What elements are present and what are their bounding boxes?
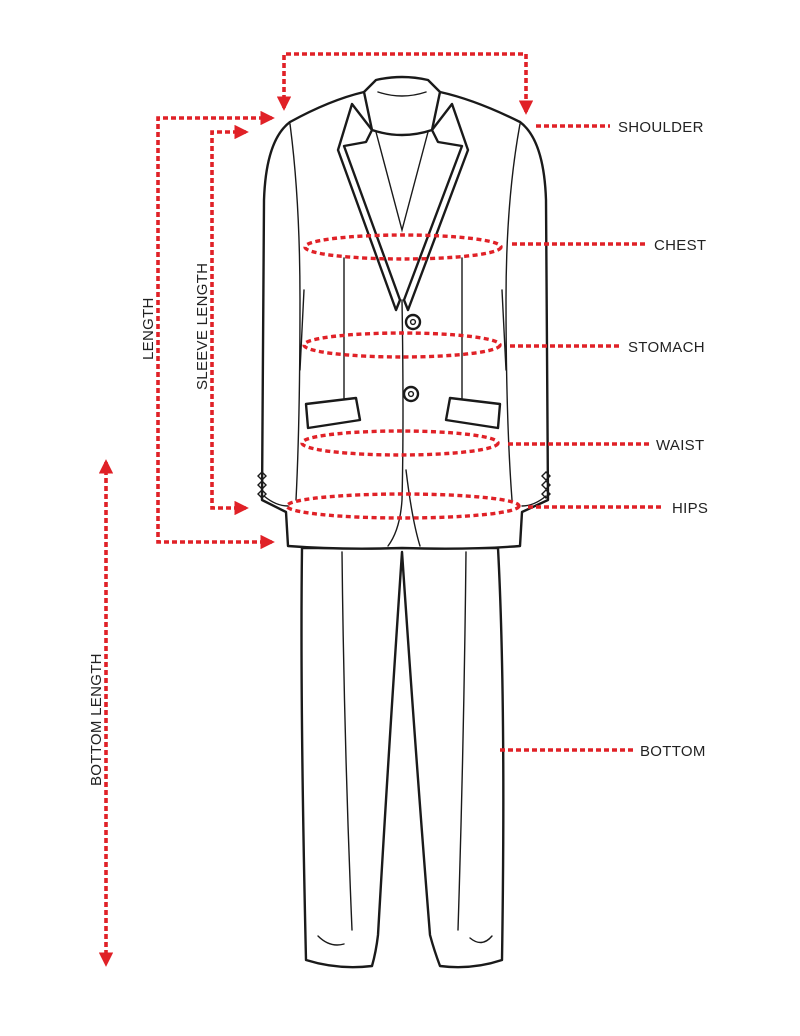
label-bottom-length: BOTTOM LENGTH [88, 653, 105, 786]
length-bracket [156, 110, 275, 550]
sleeve-buttons-right [541, 471, 551, 499]
jacket-button-bottom [402, 385, 420, 403]
sleeve-length-bracket [210, 124, 249, 516]
jacket-button-top [404, 313, 422, 331]
jacket-pocket-right [444, 396, 502, 430]
shoulder-bracket [276, 52, 534, 115]
label-stomach: STOMACH [628, 339, 705, 356]
jacket-shirt-v [375, 131, 429, 233]
trousers-crease-right [457, 551, 467, 931]
label-sleeve-length: SLEEVE LENGTH [194, 263, 211, 390]
jacket [257, 75, 551, 550]
label-bottom: BOTTOM [640, 743, 706, 760]
trousers-hem-fold-left [317, 935, 345, 946]
jacket-body [260, 86, 550, 550]
jacket-lapel-right [402, 102, 470, 312]
jacket-collar-inner [377, 91, 427, 97]
measurement-overlay [98, 52, 664, 967]
trousers [300, 546, 505, 969]
jacket-side-hint-left [299, 289, 305, 371]
jacket-lapel-left [336, 102, 402, 312]
label-chest: CHEST [654, 237, 706, 254]
waist-measure-ring [300, 429, 500, 457]
jacket-front-edge [387, 299, 404, 547]
label-shoulder: SHOULDER [618, 119, 704, 136]
label-hips: HIPS [672, 500, 708, 517]
trousers-crease-left [341, 551, 353, 931]
jacket-collar [362, 75, 442, 137]
chest-measure-ring [303, 233, 503, 261]
trousers-outline [300, 546, 505, 969]
label-length: LENGTH [140, 297, 157, 360]
jacket-pocket-left [304, 396, 362, 430]
jacket-armhole-left [289, 123, 301, 501]
jacket-front-edge-right [405, 469, 421, 547]
stomach-measure-ring [302, 331, 502, 359]
label-waist: WAIST [656, 437, 704, 454]
jacket-armhole-right [505, 123, 521, 501]
hips-measure-ring [285, 492, 521, 520]
jacket-side-hint-right [501, 289, 507, 371]
trousers-hem-fold-right [469, 935, 493, 944]
jacket-cuff-right [521, 495, 547, 507]
